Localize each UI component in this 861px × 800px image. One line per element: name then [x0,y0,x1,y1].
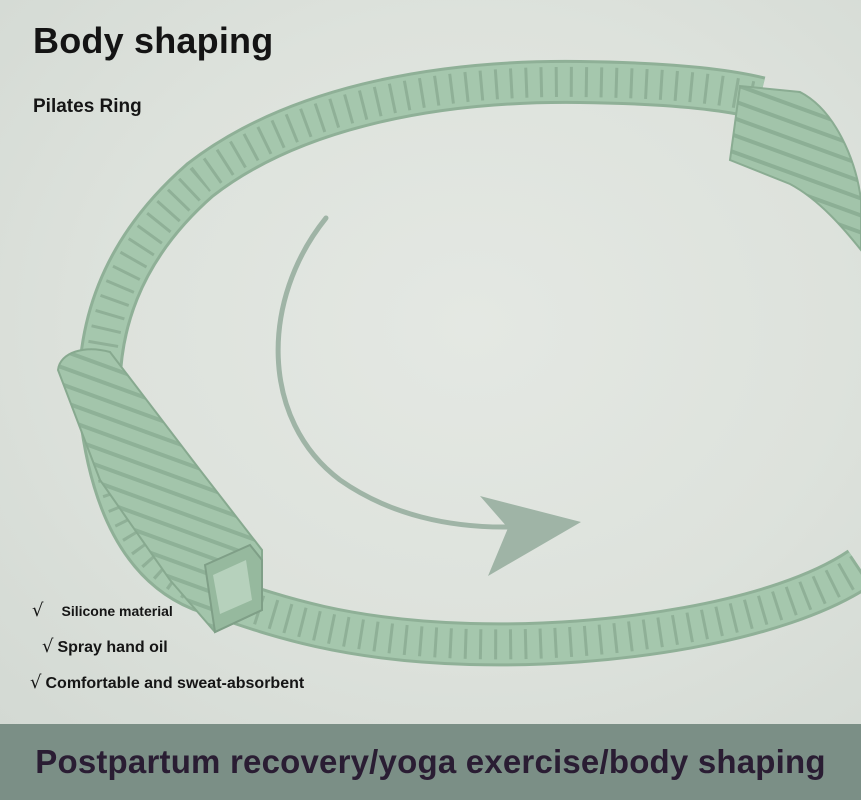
footer-tagline: Postpartum recovery/yoga exercise/body s… [35,743,826,780]
feature-item: √ Comfortable and sweat-absorbent [30,672,304,693]
check-icon: √ [32,600,44,621]
product-name: Pilates Ring [33,96,142,117]
check-icon: √ [30,672,42,693]
check-icon: √ [42,636,54,657]
ring-grip-right [728,84,861,252]
feature-label: Spray hand oil [57,639,168,656]
feature-label: Silicone material [61,603,173,619]
feature-item: √ Silicone material [32,600,173,621]
feature-item: √ Spray hand oil [42,636,168,657]
page-title: Body shaping [33,20,274,61]
ring-grip-left [56,348,263,634]
feature-label: Comfortable and sweat-absorbent [45,675,305,692]
rotation-arrow [275,215,581,576]
pilates-ring-illustration [56,59,861,667]
footer-banner: Postpartum recovery/yoga exercise/body s… [0,724,861,800]
product-image: Body shaping Pilates Ring √ Silicone mat… [0,0,861,724]
